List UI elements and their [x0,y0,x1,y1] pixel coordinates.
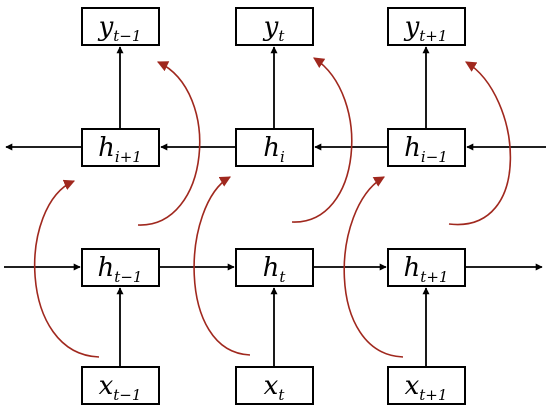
svg-text:yt−1: yt−1 [98,12,142,45]
forward-node-h-t-plus-1: ht+1 [387,248,466,287]
backward-node-h-i-minus-1: hi−1 [387,128,466,167]
svg-text:xt+1: xt+1 [405,371,448,404]
context-curve-lower-1 [33,179,100,358]
svg-text:xt−1: xt−1 [99,371,142,404]
context-curve-lower-3 [343,176,404,358]
svg-text:xt: xt [264,371,286,404]
backward-node-h-i-plus-1: hi+1 [81,128,160,167]
input-node-x-t-plus-1: xt+1 [387,366,466,405]
svg-text:ht: ht [263,253,287,286]
context-curve-upper-3 [448,61,512,226]
output-node-y-t: yt [235,7,314,46]
forward-node-h-t: ht [235,248,314,287]
input-node-x-t: xt [235,366,314,405]
forward-node-h-t-minus-1: ht−1 [81,248,160,287]
context-curve-upper-2 [291,57,353,223]
backward-node-h-i: hi [235,128,314,167]
context-curve-upper-1 [137,61,201,226]
output-node-y-t-plus-1: yt+1 [387,7,466,46]
svg-text:yt: yt [263,12,286,45]
svg-text:ht+1: ht+1 [404,253,449,286]
output-node-y-t-minus-1: yt−1 [81,7,160,46]
svg-text:ht−1: ht−1 [98,253,143,286]
svg-text:hi: hi [263,133,285,166]
context-curve-lower-2 [193,176,251,356]
input-node-x-t-minus-1: xt−1 [81,366,160,405]
svg-text:yt+1: yt+1 [404,12,448,45]
svg-text:hi−1: hi−1 [404,133,448,166]
svg-text:hi+1: hi+1 [98,133,142,166]
